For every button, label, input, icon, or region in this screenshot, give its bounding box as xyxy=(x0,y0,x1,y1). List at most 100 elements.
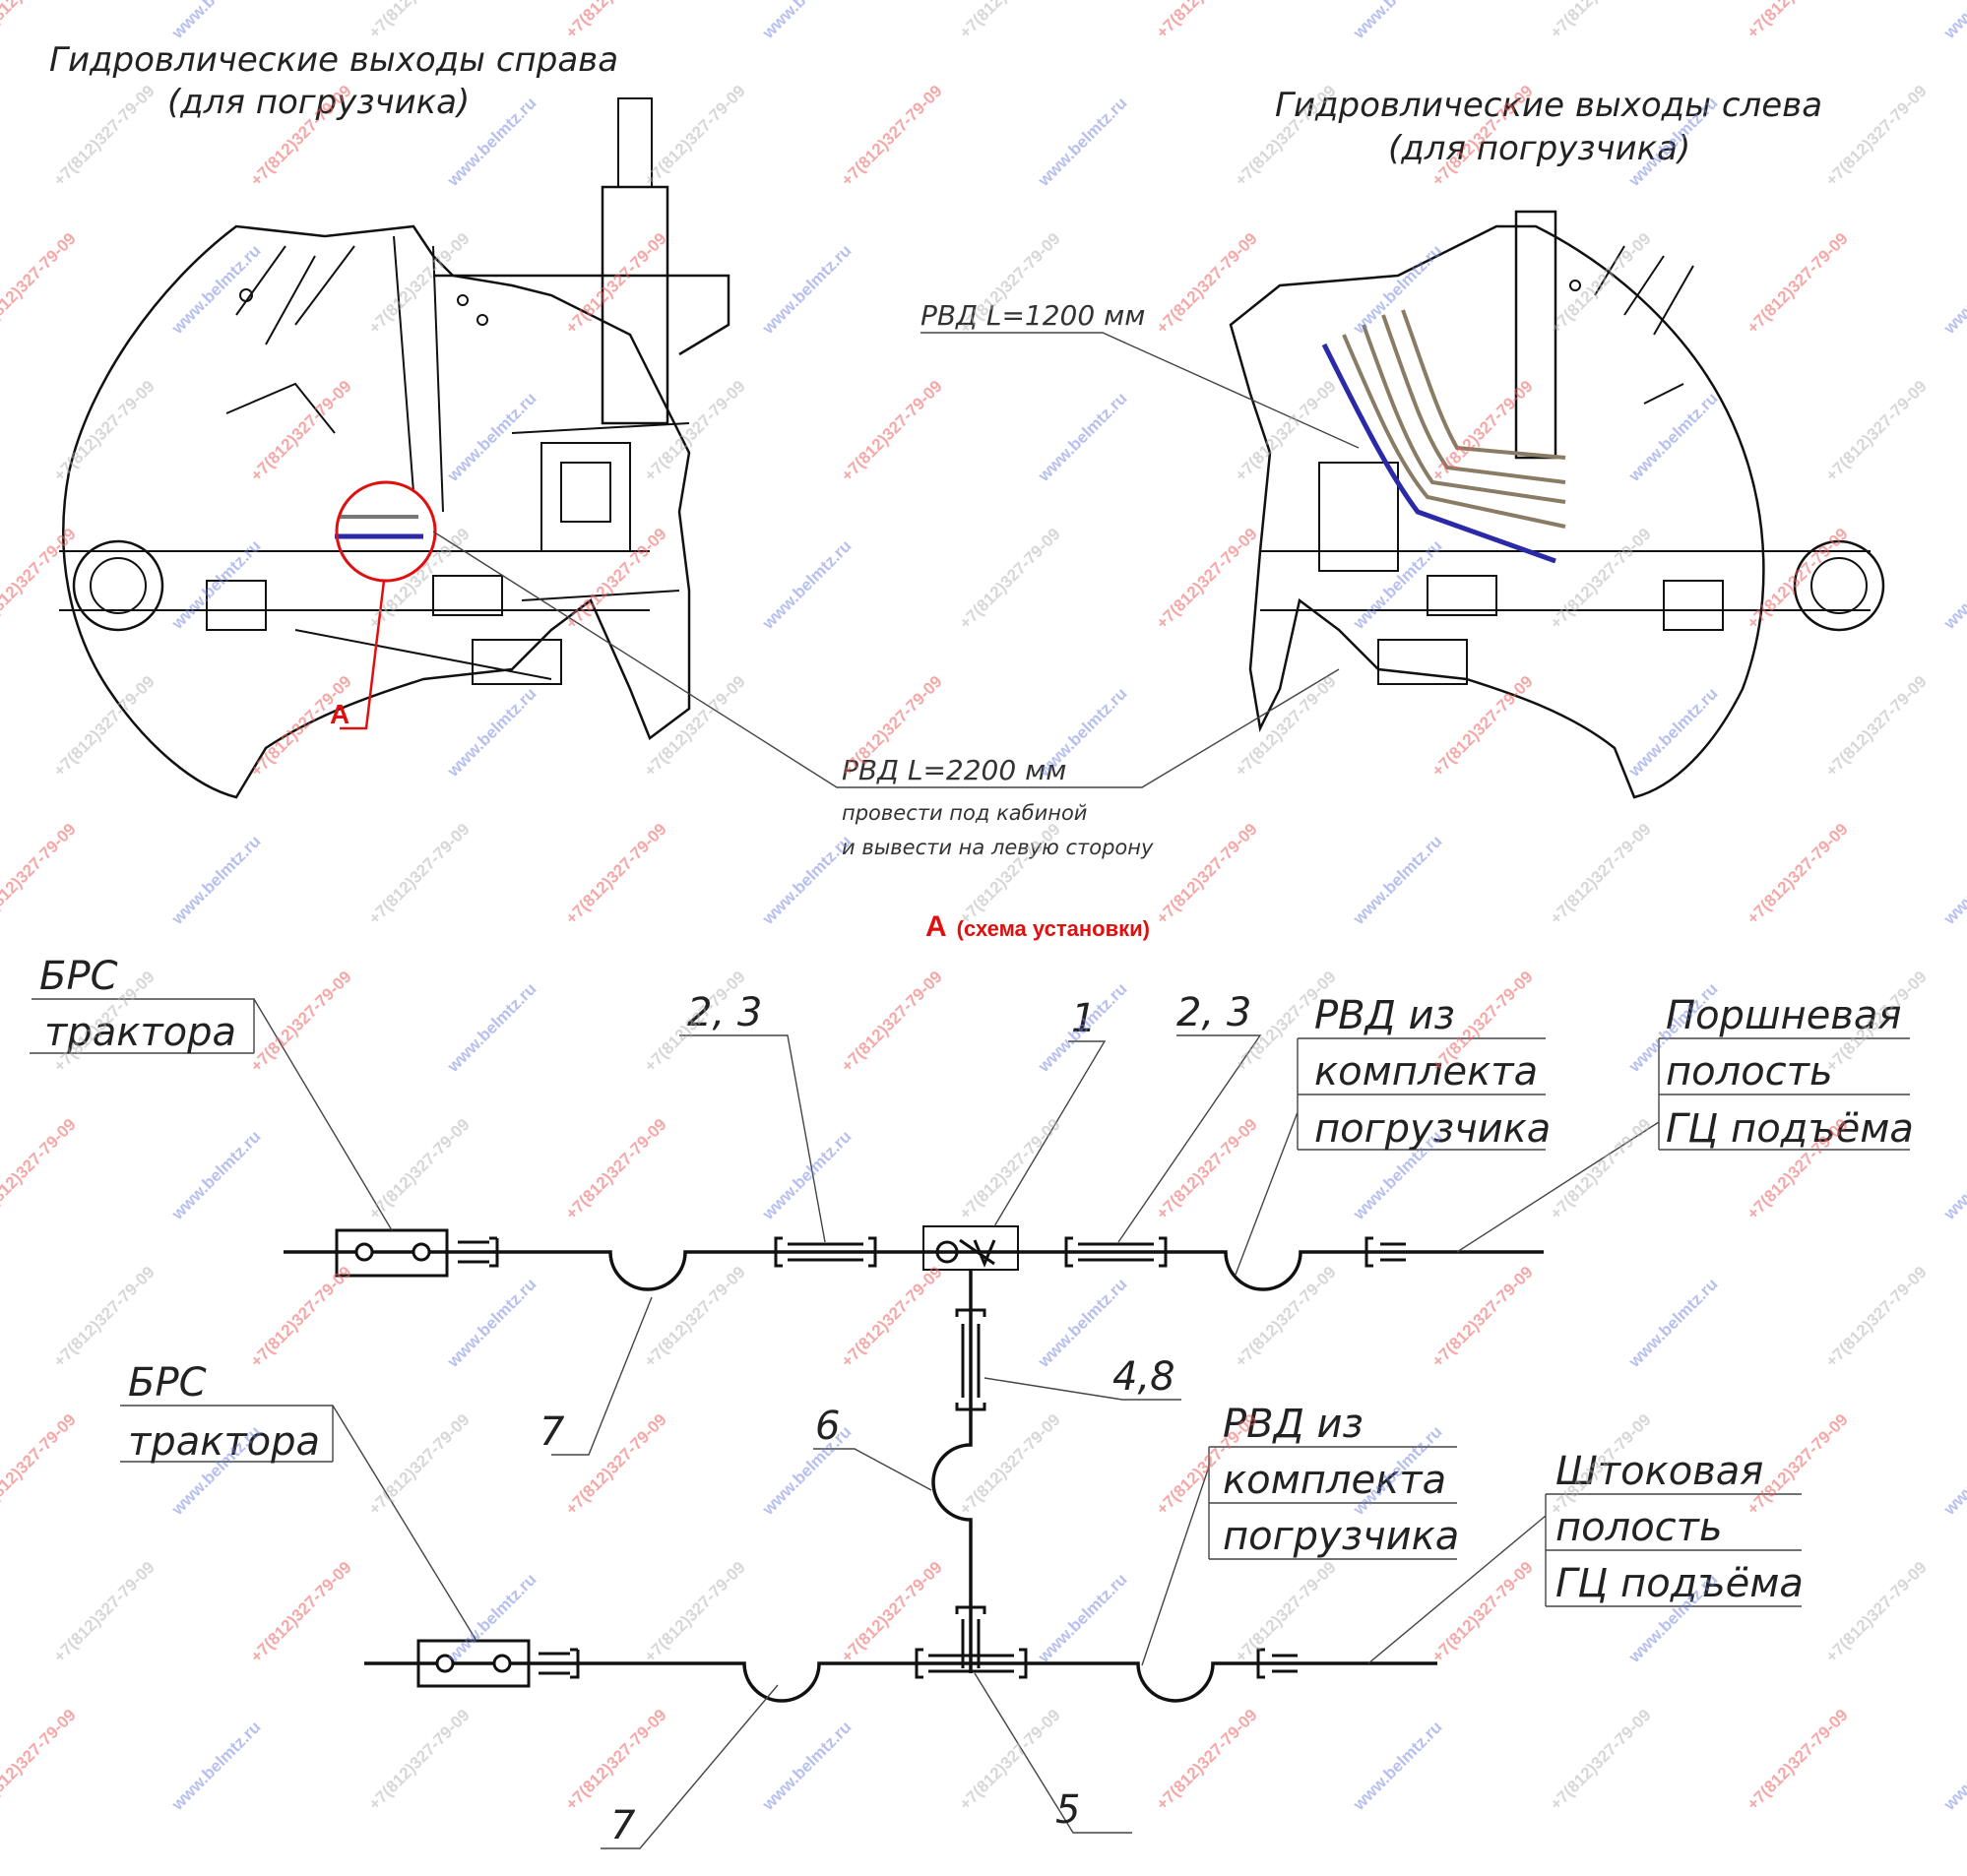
label-1: 1 xyxy=(1071,996,1096,1041)
watermark-text: +7(812)327-79-09 xyxy=(838,968,946,1076)
scheme-title: А (схема установки) xyxy=(925,910,1150,943)
watermark-text: +7(812)327-79-09 xyxy=(365,1115,474,1223)
watermark-text: +7(812)327-79-09 xyxy=(1232,377,1340,485)
watermark-text: +7(812)327-79-09 xyxy=(1822,82,1931,190)
watermark-text: www.belmtz.ru xyxy=(443,389,540,486)
watermark-text: +7(812)327-79-09 xyxy=(1232,1558,1340,1666)
callout-a-label: А xyxy=(330,699,349,729)
watermark-text: +7(812)327-79-09 xyxy=(1232,672,1340,781)
watermark-text: +7(812)327-79-09 xyxy=(247,1558,355,1666)
watermark-text: www.belmtz.ru xyxy=(1624,684,1722,782)
brs-upper-label-line2: трактора xyxy=(44,1010,236,1055)
right-outputs-title-line2: (для погрузчика) xyxy=(167,83,470,122)
watermark-text: www.belmtz.ru xyxy=(167,1127,265,1224)
left-side-view xyxy=(1229,210,1885,799)
hose-2200-note2: и вывести на левую сторону xyxy=(842,836,1154,859)
watermark-text: +7(812)327-79-09 xyxy=(838,82,946,190)
watermark-text: +7(812)327-79-09 xyxy=(641,377,749,485)
rvd-lower-line3: погрузчика xyxy=(1223,1514,1459,1559)
watermark-text: +7(812)327-79-09 xyxy=(50,1558,159,1666)
watermark-text: +7(812)327-79-09 xyxy=(365,1706,474,1814)
watermark-text: +7(812)327-79-09 xyxy=(1428,377,1537,485)
watermark-text: www.belmtz.ru xyxy=(443,979,540,1077)
brs-lower-label-line1: БРС xyxy=(128,1360,207,1406)
watermark-text: +7(812)327-79-09 xyxy=(956,525,1064,633)
watermark-text: +7(812)327-79-09 xyxy=(838,1263,946,1371)
right-outputs-title-line1: Гидровлические выходы справа xyxy=(49,40,618,80)
watermark-text: www.belmtz.ru xyxy=(1939,1422,1967,1520)
watermark-text: +7(812)327-79-09 xyxy=(365,229,474,338)
watermark-text: +7(812)327-79-09 xyxy=(1547,1115,1655,1223)
rvd-upper-line1: РВД из xyxy=(1314,993,1455,1038)
watermark-text: +7(812)327-79-09 xyxy=(562,1410,670,1519)
watermark-text: www.belmtz.ru xyxy=(1349,1718,1446,1815)
watermark-text: +7(812)327-79-09 xyxy=(1153,0,1261,42)
watermark-text: +7(812)327-79-09 xyxy=(0,820,80,928)
watermark-text: +7(812)327-79-09 xyxy=(1822,377,1931,485)
watermark-text: +7(812)327-79-09 xyxy=(641,82,749,190)
watermark-text: +7(812)327-79-09 xyxy=(1547,820,1655,928)
watermark-text: +7(812)327-79-09 xyxy=(0,1706,80,1814)
watermark-text: +7(812)327-79-09 xyxy=(1428,672,1537,781)
vertical-branch xyxy=(931,1270,986,1673)
watermark-text: www.belmtz.ru xyxy=(758,536,856,634)
watermark-text: +7(812)327-79-09 xyxy=(0,1410,80,1519)
label-6: 6 xyxy=(815,1404,840,1449)
label-7-lower: 7 xyxy=(610,1803,636,1848)
brs-upper-label-line1: БРС xyxy=(39,954,118,999)
watermark-text: +7(812)327-79-09 xyxy=(562,229,670,338)
watermark-text: +7(812)327-79-09 xyxy=(1428,1558,1537,1666)
watermark-text: +7(812)327-79-09 xyxy=(1428,1263,1537,1371)
watermark-text: www.belmtz.ru xyxy=(1034,979,1131,1077)
watermark-text: +7(812)327-79-09 xyxy=(1153,820,1261,928)
watermark-text: +7(812)327-79-09 xyxy=(1744,1706,1852,1814)
watermark-text: +7(812)327-79-09 xyxy=(1744,525,1852,633)
lower-hydraulic-line xyxy=(364,1639,1437,1703)
hose-2200-label: РВД L=2200 мм xyxy=(842,754,1066,786)
watermark-text: +7(812)327-79-09 xyxy=(956,1115,1064,1223)
watermark-text: +7(812)327-79-09 xyxy=(562,1115,670,1223)
watermark-text: www.belmtz.ru xyxy=(443,684,540,782)
watermark-text: www.belmtz.ru xyxy=(443,1570,540,1667)
watermark-text: www.belmtz.ru xyxy=(1034,389,1131,486)
piston-cavity-line3: ГЦ подъёма xyxy=(1666,1106,1914,1152)
watermark-text: +7(812)327-79-09 xyxy=(365,820,474,928)
watermark-text: +7(812)327-79-09 xyxy=(247,377,355,485)
watermark-text: +7(812)327-79-09 xyxy=(641,1263,749,1371)
watermark-text: +7(812)327-79-09 xyxy=(562,820,670,928)
watermark-text: www.belmtz.ru xyxy=(1939,0,1967,43)
watermark-text: +7(812)327-79-09 xyxy=(1822,1558,1931,1666)
watermark-text: www.belmtz.ru xyxy=(443,1275,540,1372)
label-2-3-right: 2, 3 xyxy=(1176,990,1251,1035)
watermark-text: +7(812)327-79-09 xyxy=(50,672,159,781)
watermark-text: +7(812)327-79-09 xyxy=(1744,229,1852,338)
watermark-text: www.belmtz.ru xyxy=(1349,0,1446,43)
watermark-text: +7(812)327-79-09 xyxy=(1822,1263,1931,1371)
callout-circle-a xyxy=(335,480,437,583)
watermark-text: +7(812)327-79-09 xyxy=(838,1558,946,1666)
watermark-text: www.belmtz.ru xyxy=(758,0,856,43)
watermark-text: +7(812)327-79-09 xyxy=(641,1558,749,1666)
left-outputs-title-line2: (для погрузчика) xyxy=(1388,129,1690,168)
watermark-text: www.belmtz.ru xyxy=(758,832,856,929)
rod-cavity-line1: Штоковая xyxy=(1555,1449,1763,1494)
watermark-text: www.belmtz.ru xyxy=(1034,94,1131,191)
watermark-text: +7(812)327-79-09 xyxy=(641,672,749,781)
rod-cavity-line3: ГЦ подъёма xyxy=(1555,1561,1804,1606)
watermark-text: +7(812)327-79-09 xyxy=(0,1115,80,1223)
upper-hydraulic-line xyxy=(284,1225,1544,1291)
rod-cavity-line2: полость xyxy=(1555,1505,1723,1550)
piston-cavity-line2: полость xyxy=(1666,1049,1833,1094)
watermark-text: +7(812)327-79-09 xyxy=(1232,1263,1340,1371)
right-side-view: А xyxy=(59,97,730,799)
watermark-text: www.belmtz.ru xyxy=(1939,536,1967,634)
watermark-text: www.belmtz.ru xyxy=(167,0,265,43)
watermark-text: +7(812)327-79-09 xyxy=(956,1706,1064,1814)
watermark-text: +7(812)327-79-09 xyxy=(247,1263,355,1371)
brs-coupling-lower xyxy=(416,1639,531,1688)
watermark-text: +7(812)327-79-09 xyxy=(1153,525,1261,633)
label-7-upper: 7 xyxy=(539,1409,565,1455)
watermark-text: www.belmtz.ru xyxy=(1624,389,1722,486)
watermark-text: +7(812)327-79-09 xyxy=(1547,525,1655,633)
watermark-text: www.belmtz.ru xyxy=(758,1718,856,1815)
